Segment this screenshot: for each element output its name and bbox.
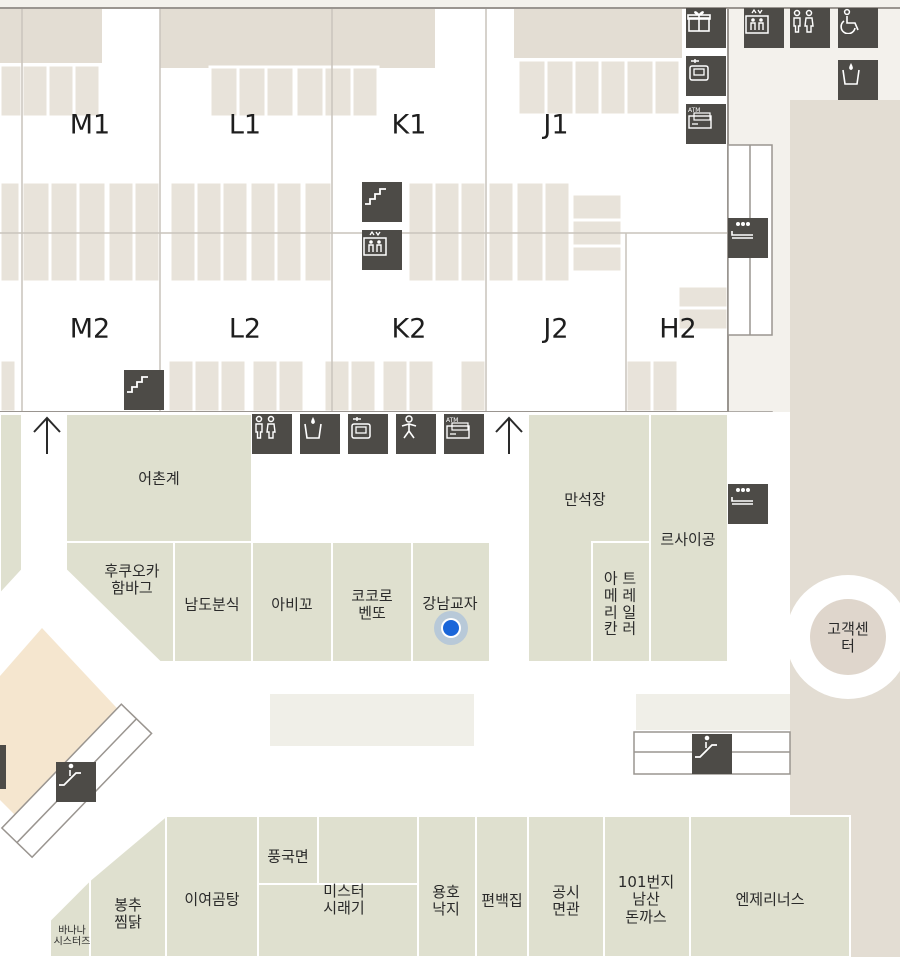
store-label-gangnam[interactable]: 강남교자 xyxy=(422,594,478,613)
water-icon[interactable] xyxy=(838,60,878,100)
escalator-icon[interactable] xyxy=(56,762,96,802)
svg-text:ATM: ATM xyxy=(446,417,458,424)
restroom-icon[interactable] xyxy=(790,8,830,48)
lounge-icon[interactable] xyxy=(728,484,768,524)
store-label-rsaigong[interactable]: 르사이공 xyxy=(660,530,716,549)
store-label-mister[interactable]: 미스터 시래기 xyxy=(323,881,365,917)
elevator-icon[interactable] xyxy=(744,8,784,48)
store-label-artmemory[interactable]: 아 트 메 레 리 일 칸 러 xyxy=(603,569,637,638)
water-icon[interactable] xyxy=(300,414,340,454)
zone-label-j1: J1 xyxy=(543,109,569,141)
up-arrow-icon xyxy=(33,416,61,454)
store-label-pungguk[interactable]: 풍국면 xyxy=(267,847,309,866)
zone-label-h2: H2 xyxy=(659,313,697,345)
zone-label-l2: L2 xyxy=(228,313,262,345)
customer-center-label[interactable]: 고객센터 xyxy=(827,619,869,655)
stairs-icon[interactable] xyxy=(124,370,164,410)
locker-icon[interactable] xyxy=(348,414,388,454)
store-label-pyeonbaek[interactable]: 편백집 xyxy=(481,891,523,910)
current-location-marker[interactable] xyxy=(434,611,468,645)
customer-center xyxy=(810,599,886,675)
store-label-bongchu[interactable]: 봉추 찜닭 xyxy=(114,895,142,931)
baby-care-icon[interactable] xyxy=(396,414,436,454)
lounge-icon[interactable] xyxy=(728,218,768,258)
restroom-icon[interactable] xyxy=(252,414,292,454)
zone-label-k1: K1 xyxy=(391,109,427,141)
store-label-hukuoka[interactable]: 후쿠오카 함바그 xyxy=(104,561,160,597)
escalator-icon[interactable] xyxy=(692,734,732,774)
stairs-icon[interactable] xyxy=(362,182,402,222)
store-label-bunji101[interactable]: 101번지 남산 돈까스 xyxy=(617,873,675,926)
accessible-icon[interactable] xyxy=(838,8,878,48)
store-label-yongho[interactable]: 용호 낙지 xyxy=(432,882,460,918)
zone-label-j2: J2 xyxy=(543,313,569,345)
store-label-abikko[interactable]: 아비꼬 xyxy=(271,595,313,614)
zone-label-m2: M2 xyxy=(69,313,111,345)
store-label-gongsi[interactable]: 공시 면관 xyxy=(552,882,580,918)
up-arrow-icon xyxy=(495,416,523,454)
highlight-zone xyxy=(0,628,128,830)
locker-icon[interactable] xyxy=(686,56,726,96)
store-label-banana[interactable]: 바나나 시스터즈 xyxy=(53,925,91,947)
store-label-manseok[interactable]: 만석장 xyxy=(564,490,606,509)
store-label-eochongye[interactable]: 어촌계 xyxy=(138,469,180,488)
zone-label-k2: K2 xyxy=(391,313,427,345)
atm-icon[interactable]: ATM xyxy=(444,414,484,454)
store-label-kokoro[interactable]: 코코로 벤또 xyxy=(351,586,393,622)
svg-text:ATM: ATM xyxy=(688,107,700,114)
elevator-icon[interactable] xyxy=(362,230,402,270)
store-label-namdo[interactable]: 남도분식 xyxy=(184,595,240,614)
atm-icon[interactable]: ATM xyxy=(686,104,726,144)
zone-label-m1: M1 xyxy=(69,109,111,141)
store-label-ieo[interactable]: 이여곰탕 xyxy=(184,890,240,909)
store-eochongye xyxy=(65,413,253,543)
store-hukuoka xyxy=(65,541,175,663)
zone-label-l1: L1 xyxy=(228,109,262,141)
store-label-enjeri[interactable]: 엔제리너스 xyxy=(735,890,805,909)
gift-icon[interactable] xyxy=(686,8,726,48)
